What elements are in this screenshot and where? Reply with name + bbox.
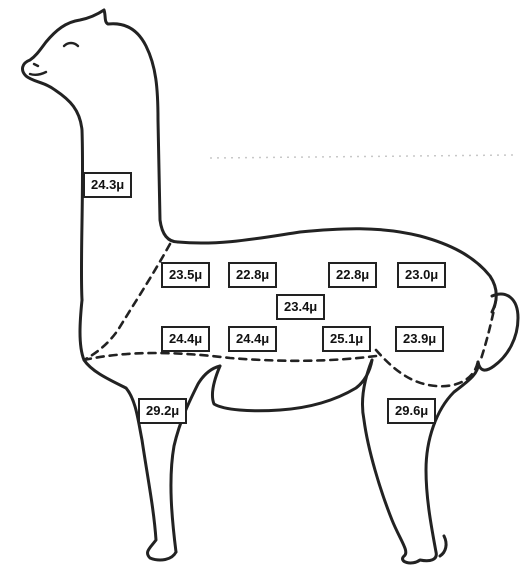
lower-rear-left-fiber-label: 25.1μ	[322, 326, 371, 352]
region-boundary-hind	[376, 350, 478, 386]
upper-front-left-fiber-label: 23.5μ	[161, 262, 210, 288]
neck-fiber-label: 24.3μ	[83, 172, 132, 198]
region-boundary-lower	[84, 353, 376, 361]
alpaca-tail-outline	[478, 294, 518, 370]
alpaca-eye	[64, 43, 78, 46]
lower-front-left-fiber-label: 24.4μ	[161, 326, 210, 352]
lower-rear-right-fiber-label: 23.9μ	[395, 326, 444, 352]
upper-front-right-fiber-label: 22.8μ	[228, 262, 277, 288]
alpaca-hind-leg-inner-outline	[440, 536, 446, 556]
alpaca-belly-outline	[212, 360, 372, 411]
mid-body-fiber-label: 23.4μ	[276, 294, 325, 320]
lower-front-right-fiber-label: 24.4μ	[228, 326, 277, 352]
alpaca-nostril	[34, 64, 38, 66]
alpaca-head-outline	[23, 10, 178, 300]
upper-rear-right-fiber-label: 23.0μ	[397, 262, 446, 288]
alpaca-hind-leg-outline	[362, 360, 478, 563]
hind-leg-fiber-label: 29.6μ	[387, 398, 436, 424]
upper-rear-left-fiber-label: 22.8μ	[328, 262, 377, 288]
region-boundary-upper	[84, 244, 170, 360]
background-dotted-line	[210, 155, 515, 158]
front-leg-fiber-label: 29.2μ	[138, 398, 187, 424]
alpaca-mouth	[30, 72, 46, 75]
